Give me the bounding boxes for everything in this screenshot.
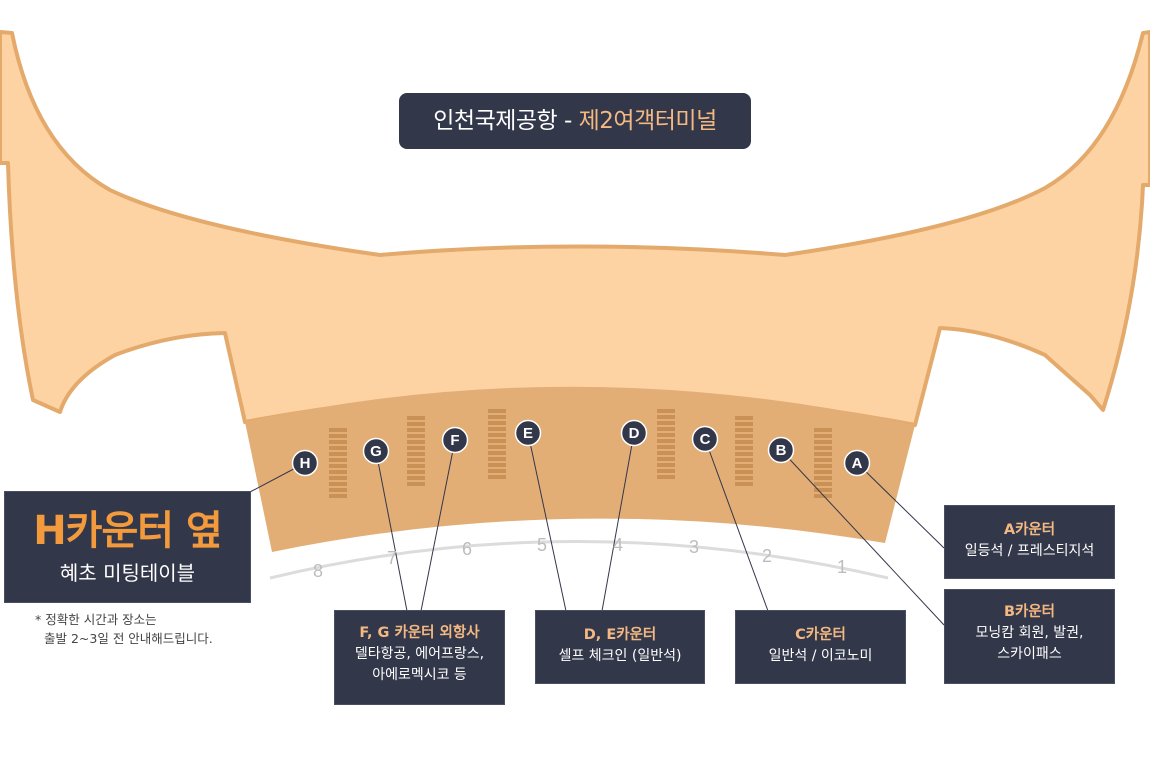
label-a-title: A카운터: [1003, 522, 1056, 538]
counter-marker-f[interactable]: F: [441, 426, 469, 454]
label-c-desc-line: 일반석 / 이코노미: [768, 648, 873, 664]
label-c-desc: 일반석 / 이코노미: [736, 646, 905, 667]
label-b-title: B카운터: [1003, 604, 1056, 620]
title-banner: 인천국제공항 - 제2여객터미널: [399, 93, 751, 149]
counter-marker-a[interactable]: A: [843, 449, 871, 477]
gate-arc: [269, 540, 889, 580]
counter-marker-b[interactable]: B: [767, 436, 795, 464]
marker-letter: A: [852, 455, 863, 472]
counter-marker-c[interactable]: C: [691, 425, 719, 453]
label-a-desc: 일등석 / 프레스티지석: [945, 541, 1114, 562]
counter-block: [329, 428, 347, 498]
label-fg-desc-line: 아에로멕시코 등: [372, 667, 467, 683]
label-de-desc: 셀프 체크인 (일반석): [536, 646, 704, 667]
label-c-title: C카운터: [795, 627, 846, 643]
marker-letter: F: [450, 432, 459, 449]
marker-letter: C: [700, 431, 711, 448]
counter-marker-e[interactable]: E: [514, 419, 542, 447]
label-de-counter: D, E카운터 셀프 체크인 (일반석): [535, 610, 705, 684]
marker-letter: G: [370, 443, 382, 460]
gate-number: 4: [613, 535, 623, 555]
terminal-building: [0, 30, 1150, 427]
leader-line: [856, 462, 945, 549]
marker-letter: D: [629, 425, 640, 442]
title-accent: 제2여객터미널: [578, 108, 718, 134]
leader-line: [375, 450, 408, 612]
counter-zone: [245, 386, 915, 552]
leader-line: [527, 432, 567, 612]
label-fg-title: F, G 카운터 외항사: [359, 625, 480, 641]
gate-number: 6: [462, 539, 472, 559]
gate-number: 8: [313, 561, 323, 581]
label-a-desc-line: 일등석 / 프레스티지석: [964, 543, 1095, 559]
title-main: 인천국제공항 -: [433, 108, 579, 134]
counter-marker-h[interactable]: H: [291, 449, 319, 477]
marker-letter: H: [300, 455, 311, 472]
label-de-desc-line: 셀프 체크인 (일반석): [558, 648, 682, 664]
gate-number: 3: [689, 537, 699, 557]
marker-letter: B: [776, 442, 787, 459]
notice-line-2: 출발 2~3일 전 안내해드립니다.: [44, 631, 213, 646]
gate-number: 5: [537, 535, 547, 555]
gate-number: 7: [387, 548, 397, 568]
leader-line: [780, 449, 945, 626]
counter-block: [735, 416, 753, 486]
notice-text: * 정확한 시간과 장소는 출발 2~3일 전 안내해드립니다.: [35, 610, 213, 648]
marker-letter: E: [523, 425, 533, 442]
counter-block: [407, 416, 425, 486]
counter-block: [488, 409, 506, 479]
label-b-desc-line: 스카이패스: [997, 646, 1062, 662]
label-c-counter: C카운터 일반석 / 이코노미: [735, 610, 906, 684]
label-b-desc: 모닝캄 회원, 발권, 스카이패스: [945, 623, 1114, 665]
counter-marker-g[interactable]: G: [362, 437, 390, 465]
counter-block: [814, 428, 832, 498]
h-counter-callout: H카운터 옆 혜초 미팅테이블: [4, 491, 251, 603]
label-b-desc-line: 모닝캄 회원, 발권,: [975, 625, 1084, 641]
label-a-counter: A카운터 일등석 / 프레스티지석: [944, 505, 1115, 579]
label-fg-desc: 델타항공, 에어프랑스, 아에로멕시코 등: [335, 644, 504, 686]
label-de-title: D, E카운터: [583, 627, 657, 643]
leader-line: [601, 432, 635, 612]
gate-number: 1: [837, 557, 847, 577]
label-fg-counter: F, G 카운터 외항사 델타항공, 에어프랑스, 아에로멕시코 등: [334, 610, 505, 705]
leader-line: [704, 438, 769, 612]
label-fg-desc-line: 델타항공, 에어프랑스,: [354, 646, 485, 662]
label-b-counter: B카운터 모닝캄 회원, 발권, 스카이패스: [944, 589, 1115, 684]
gate-number: 2: [762, 546, 772, 566]
counter-block: [657, 409, 675, 479]
meeting-table-label: 혜초 미팅테이블: [59, 561, 196, 585]
leader-line: [420, 439, 456, 612]
h-counter-title: H카운터 옆: [33, 508, 223, 554]
notice-line-1: * 정확한 시간과 장소는: [35, 612, 157, 627]
counter-marker-d[interactable]: D: [620, 419, 648, 447]
